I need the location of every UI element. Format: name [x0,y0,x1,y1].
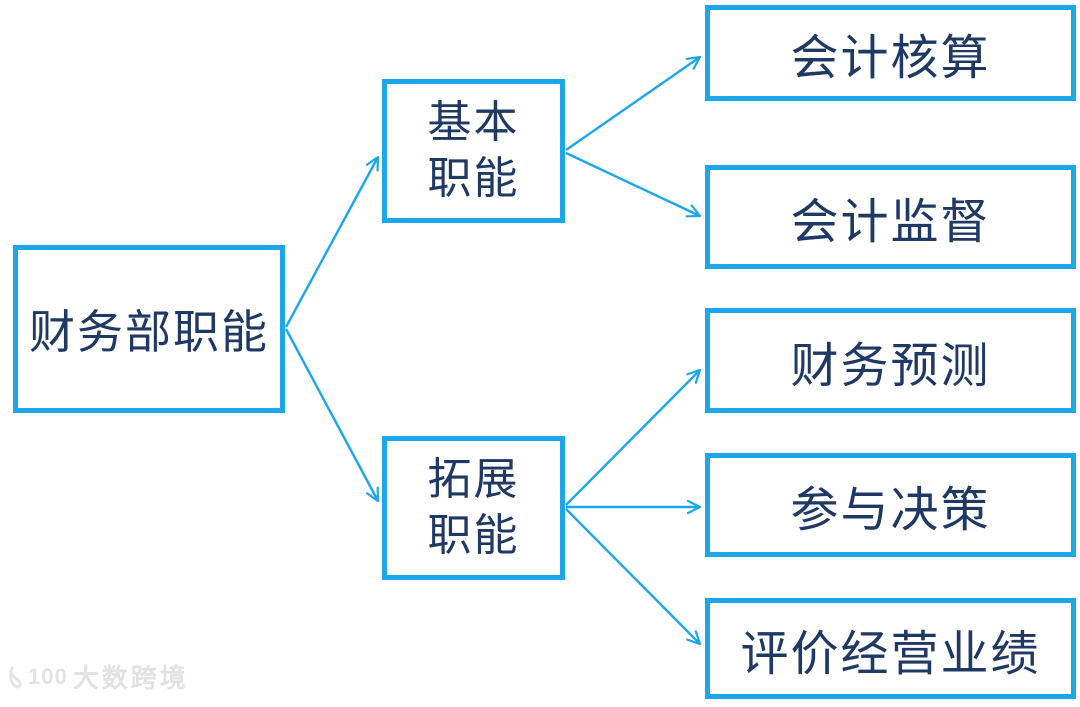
watermark-logo-text: 100 [28,663,68,689]
leaf-node-evaluate-business-performance: 评价经营业绩 [705,598,1076,699]
arrow-extended-to-leaf-2 [565,370,700,506]
watermark-logo-icon: 100 [8,664,68,690]
arrow-basic-to-leaf-0 [565,57,700,151]
root-node-finance-department-functions: 财务部职能 [13,245,285,413]
leaf-node-label: 会计核算 [790,32,991,85]
branch-node-label: 基本 职能 [427,97,520,203]
leaf-node-label: 参与决策 [790,484,991,537]
branch-node-basic-functions: 基本 职能 [382,79,565,223]
leaf-node-accounting-supervision: 会计监督 [705,165,1076,269]
branch-node-extended-functions: 拓展 职能 [382,436,565,580]
watermark: 100 大数跨境 [8,658,189,695]
leaf-node-decision-participation: 参与决策 [705,453,1076,557]
branch-node-label: 拓展 职能 [427,454,520,560]
root-node-label: 财务部职能 [29,307,269,358]
arrow-extended-to-leaf-4 [565,508,700,644]
leaf-node-financial-forecasting: 财务预测 [705,308,1076,413]
watermark-brand-text: 大数跨境 [72,663,189,693]
leaf-node-label: 评价经营业绩 [740,627,1041,681]
leaf-node-label: 会计监督 [790,196,991,249]
arrow-root-to-basic [284,157,378,328]
leaf-node-accounting-calculation: 会计核算 [705,5,1076,101]
arrow-root-to-extended [284,328,378,501]
leaf-node-label: 财务预测 [790,339,991,393]
arrow-basic-to-leaf-1 [565,151,700,216]
